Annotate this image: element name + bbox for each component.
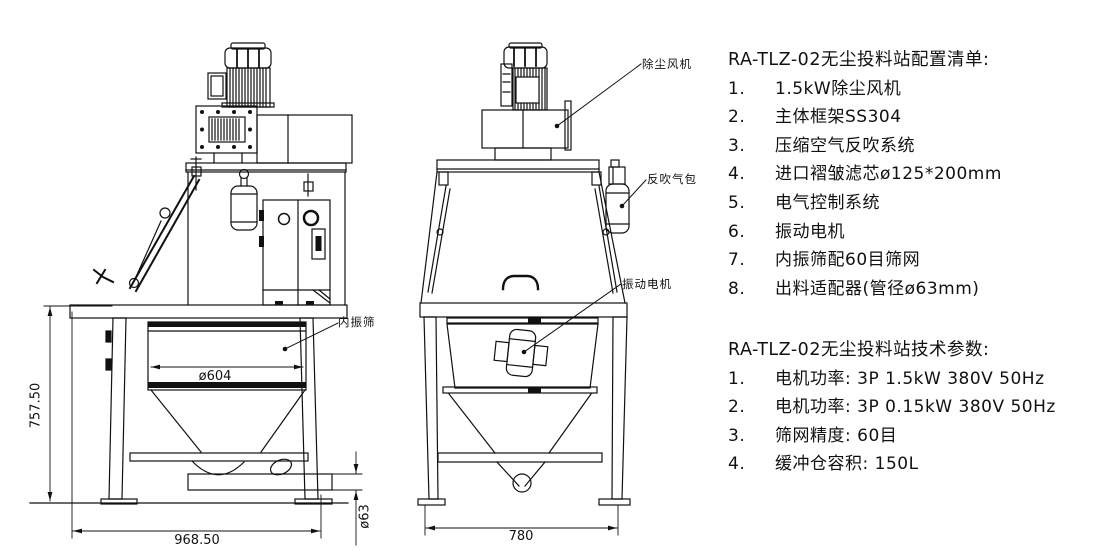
item-text: 缓冲仓容积: 150L (775, 454, 919, 475)
item-text: 1.5kW除尘风机 (775, 78, 902, 99)
front-cone-hopper (150, 389, 306, 453)
item-text: 内振筛配60目筛网 (775, 250, 921, 271)
item-number: 4. (728, 164, 746, 185)
side-cover-handle (501, 274, 540, 291)
item-number: 3. (728, 425, 746, 446)
front-fan-scroll (256, 114, 353, 164)
dim-outlet-diameter: ø63 (357, 504, 373, 529)
item-text: 振动电机 (775, 221, 845, 242)
front-filter-cartridge (230, 168, 258, 231)
config-list-item: 7. 内振筛配60目筛网 (728, 246, 1106, 275)
side-view (417, 42, 647, 536)
front-outlet-adapter (187, 458, 333, 491)
front-view (29, 42, 363, 546)
config-list-item: 4. 进口褶皱滤芯ø125*200mm (728, 160, 1106, 189)
spec-list-item: 1. 电机功率: 3P 1.5kW 380V 50Hz (728, 365, 1106, 394)
spec-list-item: 2. 电机功率: 3P 0.15kW 380V 50Hz (728, 393, 1106, 422)
front-table-frame (69, 304, 348, 505)
item-number: 2. (728, 397, 746, 418)
callout-dust-fan: 除尘风机 (642, 57, 692, 71)
dim-screen-diameter: ø604 (198, 369, 232, 384)
item-number: 5. (728, 192, 746, 213)
front-lid-strut (92, 174, 201, 293)
side-fan-scroll (481, 100, 572, 161)
item-text: 出料适配器(管径ø63mm) (775, 278, 980, 299)
item-text: 进口褶皱滤芯ø125*200mm (775, 164, 1002, 185)
callout-blowback-airbag: 反吹气包 (647, 172, 697, 186)
spec-list-item: 4. 缓冲仓容积: 150L (728, 450, 1106, 479)
item-number: 6. (728, 221, 746, 242)
side-vibration-motor (493, 328, 549, 378)
item-number: 7. (728, 250, 746, 271)
item-text: 电机功率: 3P 1.5kW 380V 50Hz (775, 368, 1045, 389)
side-cover-shell (420, 159, 626, 304)
spec-list: RA-TLZ-02无尘投料站技术参数: 1. 电机功率: 3P 1.5kW 38… (728, 336, 1106, 479)
front-hopper-lid (185, 156, 347, 306)
front-control-box (259, 199, 331, 306)
side-blowback-airbag (605, 159, 630, 234)
side-screen-body (442, 317, 599, 394)
config-list-item: 6. 振动电机 (728, 218, 1106, 247)
item-text: 主体框架SS304 (775, 107, 902, 128)
side-cone-hopper (448, 393, 592, 454)
item-number: 8. (728, 278, 746, 299)
item-number: 1. (728, 368, 746, 389)
dim-front-width: 968.50 (174, 533, 220, 548)
config-list-item: 5. 电气控制系统 (728, 189, 1106, 218)
callout-inner-screen: 内振筛 (338, 315, 376, 329)
config-list-title: RA-TLZ-02无尘投料站配置清单: (728, 50, 990, 70)
item-number: 4. (728, 454, 746, 475)
dim-overall-height: 757.50 (28, 382, 44, 429)
item-text: 压缩空气反吹系统 (775, 135, 915, 156)
side-fan-motor (500, 42, 548, 111)
item-number: 2. (728, 107, 746, 128)
side-dimension-lines (424, 504, 619, 536)
front-dimension-lines (43, 305, 363, 546)
item-number: 3. (728, 135, 746, 156)
dim-side-width: 780 (508, 529, 534, 544)
item-text: 电气控制系统 (775, 192, 880, 213)
side-leader-lines (521, 63, 647, 355)
spec-list-item: 3. 筛网精度: 60目 (728, 422, 1106, 451)
front-fan-flange (195, 105, 258, 164)
item-text: 电机功率: 3P 0.15kW 380V 50Hz (775, 397, 1056, 418)
front-inner-screen (147, 321, 307, 391)
config-list-item: 3. 压缩空气反吹系统 (728, 132, 1106, 161)
item-number: 1. (728, 78, 746, 99)
spec-list-title: RA-TLZ-02无尘投料站技术参数: (728, 340, 990, 360)
side-gas-struts (427, 185, 618, 294)
callout-vibration-motor: 振动电机 (622, 277, 672, 291)
config-list-item: 8. 出料适配器(管径ø63mm) (728, 275, 1106, 304)
side-table-frame (417, 302, 631, 506)
side-outlet-pipe (496, 461, 546, 493)
front-leader-lines (282, 322, 339, 352)
config-list-item: 2. 主体框架SS304 (728, 103, 1106, 132)
config-list: RA-TLZ-02无尘投料站配置清单: 1. 1.5kW除尘风机 2. 主体框架… (728, 46, 1106, 303)
front-fan-motor (207, 42, 275, 108)
item-text: 筛网精度: 60目 (775, 425, 898, 446)
config-list-item: 1. 1.5kW除尘风机 (728, 75, 1106, 104)
